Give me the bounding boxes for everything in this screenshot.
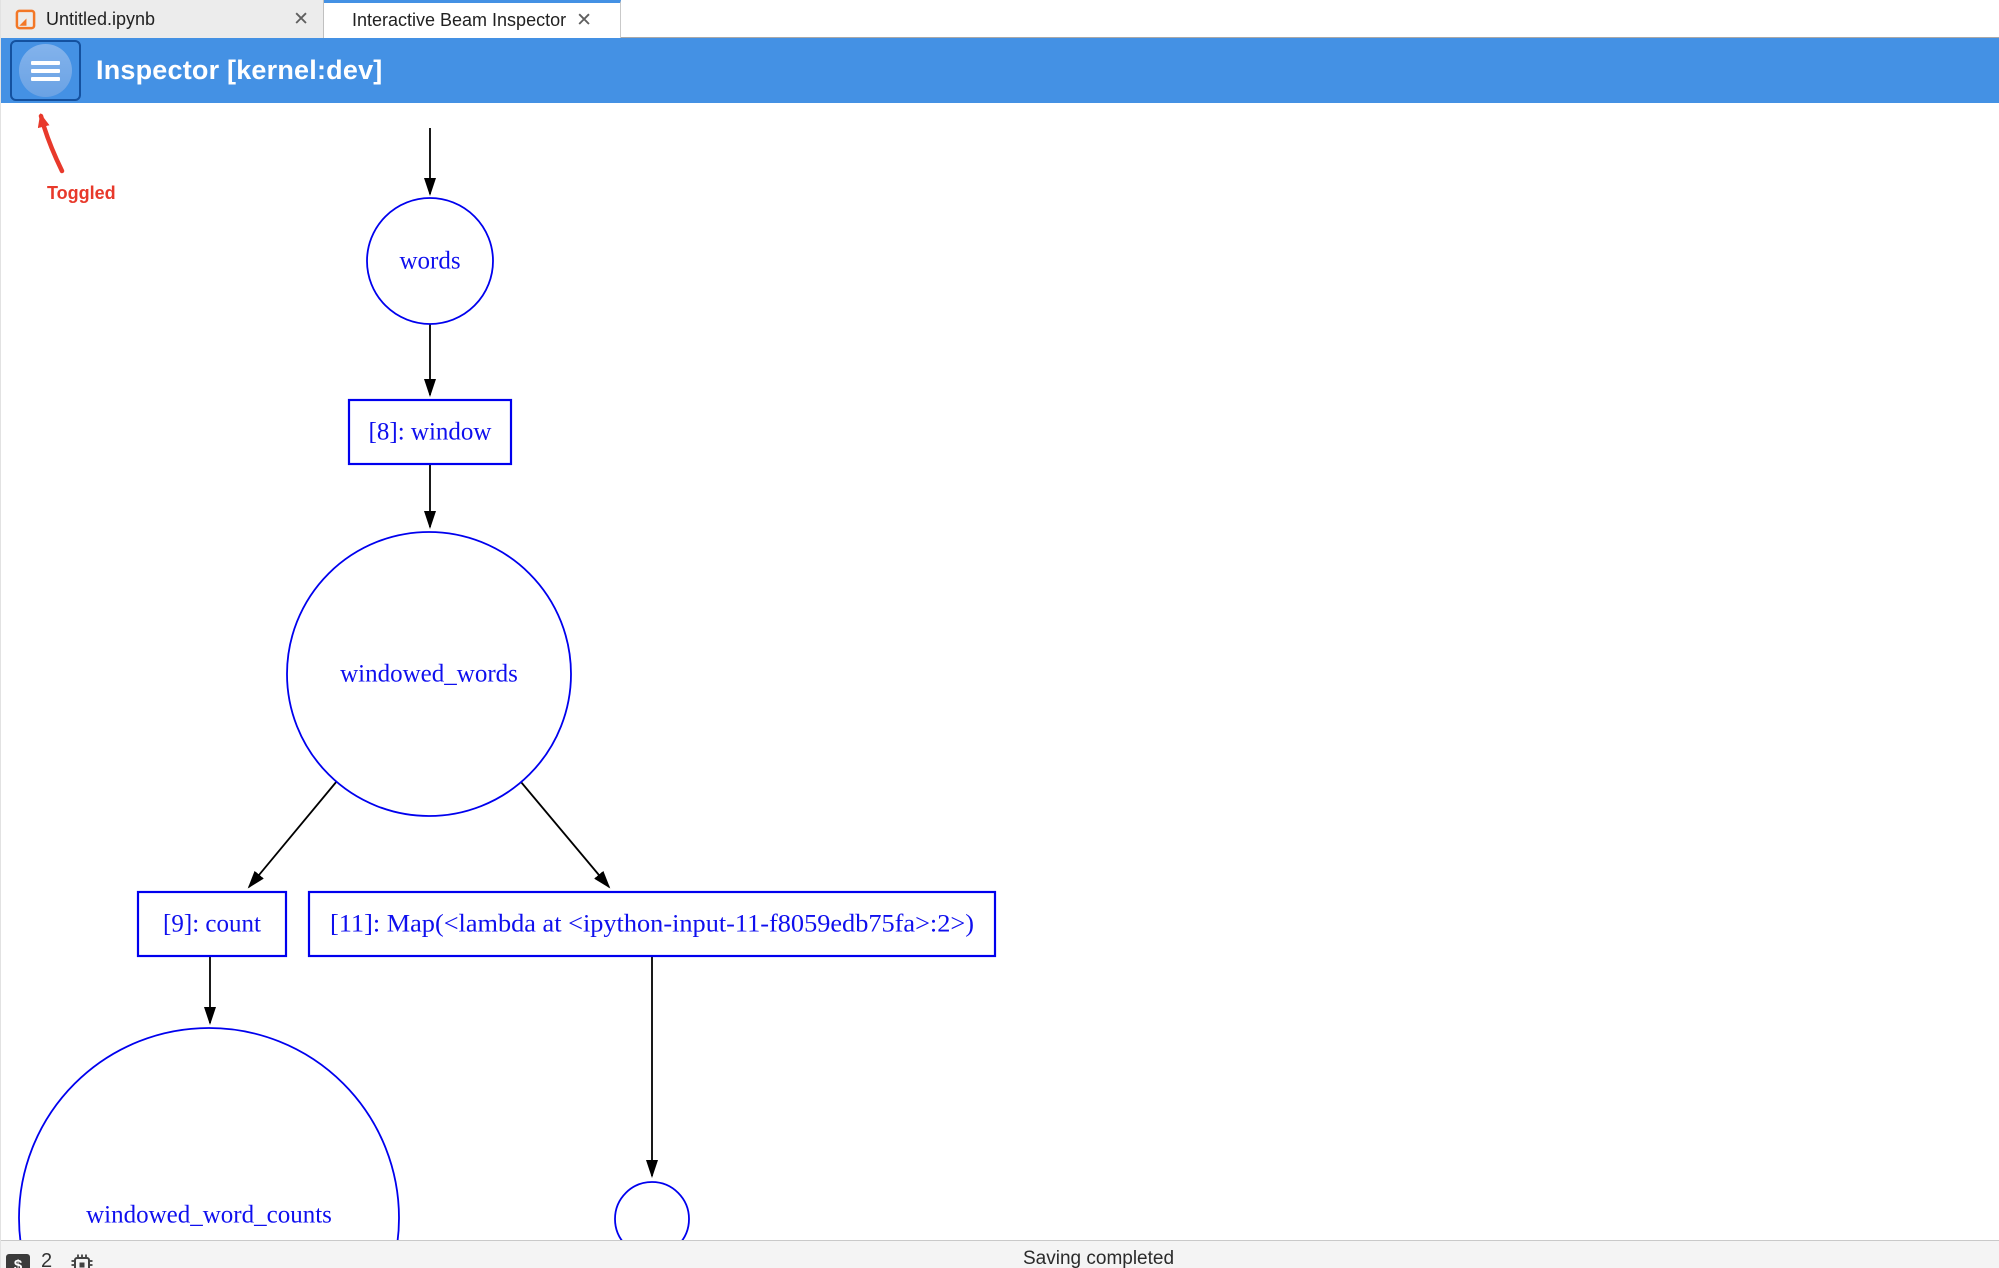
hamburger-icon — [19, 44, 72, 97]
annotation-arrow — [37, 113, 65, 174]
tab-label: Untitled.ipynb — [46, 8, 156, 29]
inspector-header: Inspector [kernel:dev] — [1, 38, 1999, 103]
node-windowed-words-label: windowed_words — [340, 661, 518, 688]
inspector-title: Inspector [kernel:dev] — [96, 55, 383, 85]
dock-tab-bar: Untitled.ipynb ✕ Interactive Beam Inspec… — [1, 0, 1999, 38]
close-icon[interactable]: ✕ — [293, 8, 309, 30]
node-count — [136, 890, 288, 958]
node-window — [347, 398, 513, 466]
node-map-label: [11]: Map(<lambda at <ipython-input-11-f… — [330, 911, 974, 938]
node-words-label: words — [399, 248, 460, 275]
close-icon[interactable]: ✕ — [576, 10, 593, 31]
kernel-chip-icon[interactable] — [69, 1252, 95, 1268]
tab-untitled-ipynb[interactable]: Untitled.ipynb ✕ — [1, 0, 324, 38]
graph-nodes: words [8]: window windowed_words [9]: co… — [18, 197, 997, 1268]
annotation-toggled-label: Toggled — [47, 183, 116, 203]
edge-windowedwords-map — [520, 781, 611, 889]
node-windowed-word-counts — [18, 1027, 400, 1268]
tab-label: Interactive Beam Inspector — [351, 10, 567, 30]
hamburger-menu-button[interactable] — [10, 40, 81, 101]
node-windowed-words — [286, 531, 572, 817]
status-bar: $ 2 Saving completed — [1, 1240, 1999, 1268]
status-message: Saving completed — [1023, 1248, 1175, 1268]
node-map — [307, 890, 997, 958]
node-windowed-word-counts-label: windowed_word_counts — [86, 1202, 332, 1229]
node-count-label: [9]: count — [163, 911, 261, 938]
notebook-icon — [15, 9, 36, 29]
tab-interactive-beam-inspector[interactable]: Interactive Beam Inspector ✕ — [324, 0, 621, 38]
edge-windowedwords-count — [247, 780, 338, 889]
node-words — [366, 197, 494, 325]
terminal-icon[interactable]: $ — [6, 1254, 30, 1268]
kernel-count[interactable]: 2 — [41, 1250, 53, 1268]
graph-edges — [204, 128, 658, 1178]
node-window-label: [8]: window — [369, 419, 492, 446]
